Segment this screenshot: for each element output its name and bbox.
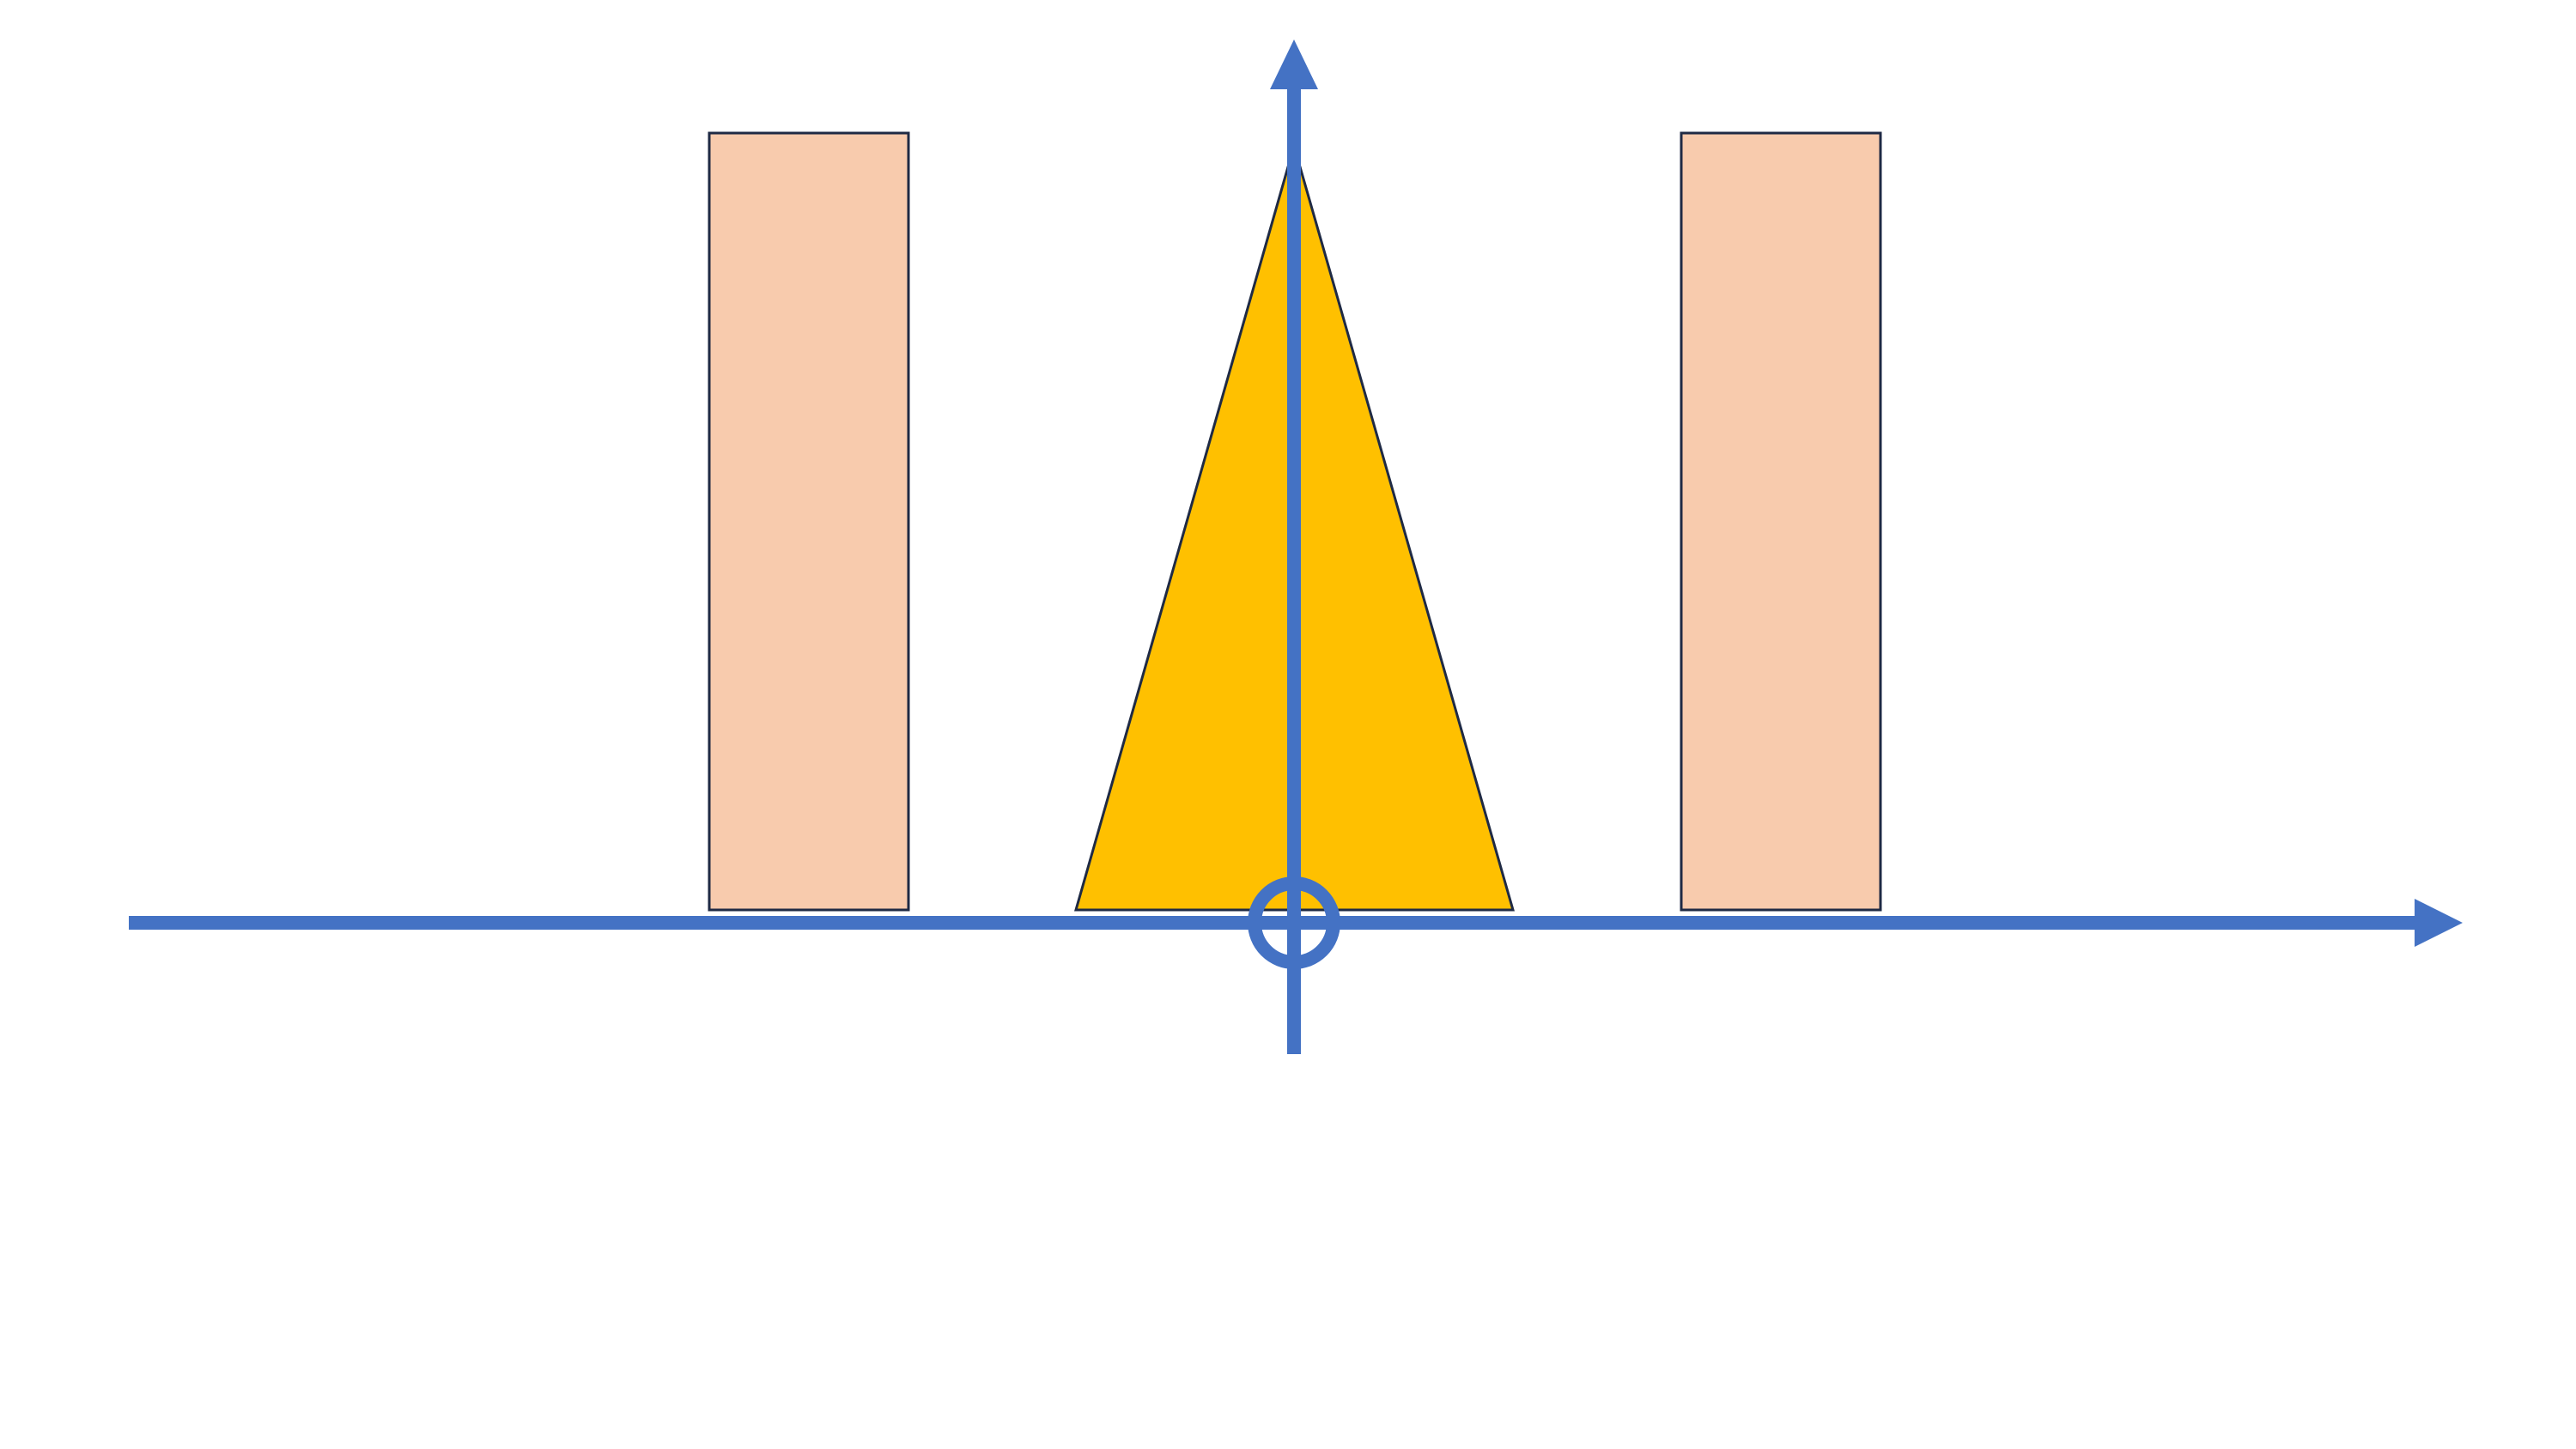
left-rectangle (708, 131, 910, 912)
right-rectangle (1680, 131, 1882, 912)
horizontal-axis-arrowhead (2415, 899, 2463, 947)
origin-circle (1248, 876, 1340, 969)
vertical-axis-arrowhead (1270, 39, 1318, 89)
